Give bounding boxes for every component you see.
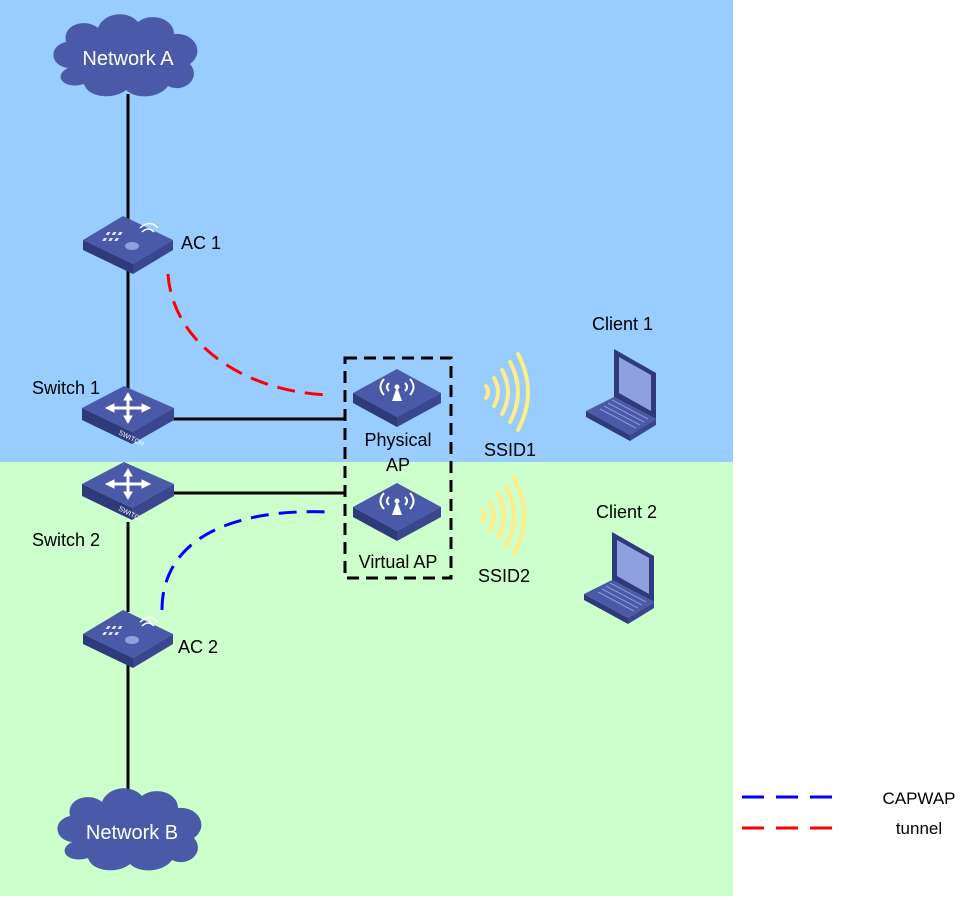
physical-ap-label-line1: Physical xyxy=(364,430,431,450)
legend-label-line2: tunnel xyxy=(896,819,942,838)
ssid2-label: SSID2 xyxy=(478,566,530,586)
legend-label-line1: CAPWAP xyxy=(882,789,955,808)
capwap-tunnel-ac2 xyxy=(160,510,331,611)
network-a-label: Network A xyxy=(82,48,174,70)
legend: CAPWAP tunnel xyxy=(742,789,956,838)
client2-label: Client 2 xyxy=(596,502,657,522)
ac2-label: AC 2 xyxy=(178,637,218,657)
virtual-ap-label: Virtual AP xyxy=(359,552,438,572)
network-b-label: Network B xyxy=(86,822,178,844)
switch2-label: Switch 2 xyxy=(32,530,100,550)
network-b-cloud[interactable]: Network B xyxy=(57,788,202,871)
ac1-label: AC 1 xyxy=(181,233,221,253)
ssid1-label: SSID1 xyxy=(484,440,536,460)
switch1-label: Switch 1 xyxy=(32,378,100,398)
ap-group-box xyxy=(343,356,453,580)
wired-links xyxy=(126,94,346,796)
physical-ap-label-line2: AP xyxy=(386,455,410,475)
client1-label: Client 1 xyxy=(592,314,653,334)
network-a-cloud[interactable]: Network A xyxy=(53,14,198,97)
capwap-tunnel-ac1 xyxy=(166,273,331,397)
